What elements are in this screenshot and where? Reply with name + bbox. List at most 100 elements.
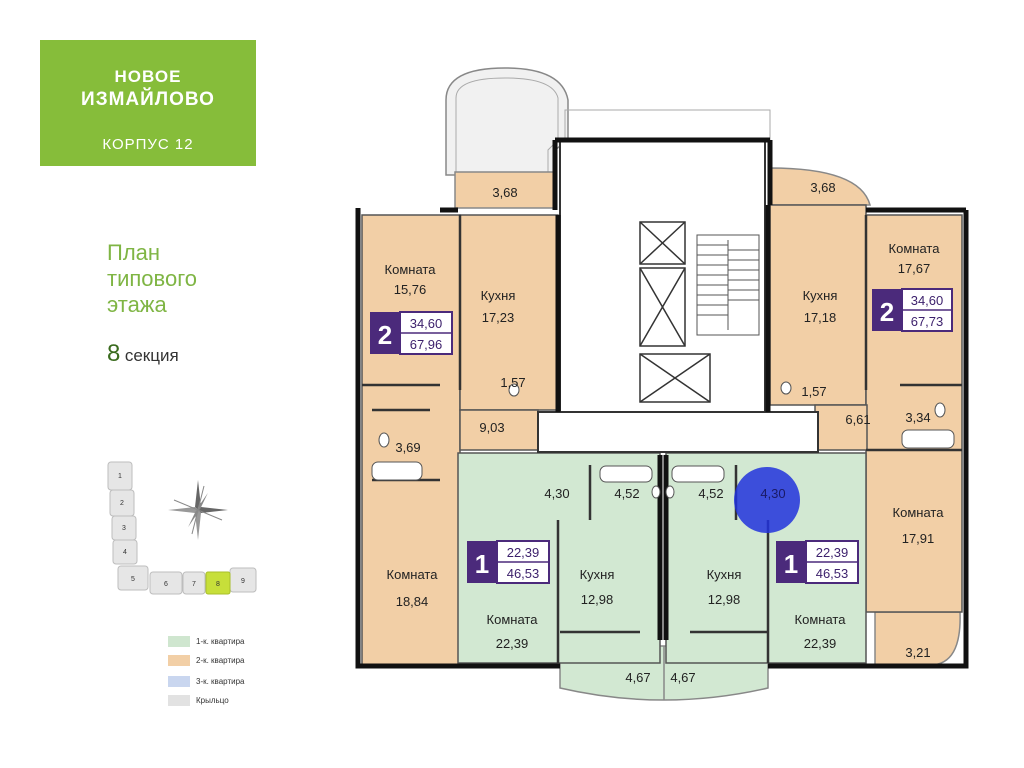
plan-title: План типового этажа (107, 240, 197, 318)
area-label: 3,68 (492, 185, 517, 200)
badge-total-area: 46,53 (507, 566, 540, 581)
room-name: Кухня (803, 288, 838, 303)
legend-swatch (168, 655, 190, 667)
room-name: Комната (889, 241, 941, 256)
area-label: 12,98 (708, 592, 741, 607)
section-map-label: 2 (120, 500, 124, 507)
legend-item-3room: 3-к. квартира (168, 676, 244, 688)
brand-line1: НОВОЕ (114, 67, 182, 86)
badge-rooms: 2 (880, 297, 894, 327)
room-name: Комната (795, 612, 847, 627)
legend-swatch (168, 695, 190, 707)
section-map-block-7 (182, 571, 206, 595)
badge-total-area: 67,73 (911, 314, 944, 329)
area-label: 17,23 (482, 310, 515, 325)
apartment-2room-left (361, 214, 559, 666)
section-map-label: 8 (216, 581, 220, 588)
section-map-label: 5 (131, 576, 135, 583)
area-label: 22,39 (496, 636, 529, 651)
section-map-label: 6 (164, 581, 168, 588)
apartment-badge-4[interactable]: 1 22,39 46,53 (776, 540, 859, 584)
plan-title-line3: этажа (107, 292, 167, 317)
area-label: 4,52 (698, 486, 723, 501)
bathtub-icons (371, 381, 955, 499)
area-label: 3,34 (905, 410, 930, 425)
badge-rooms: 1 (784, 549, 798, 579)
section-map-label: 3 (122, 525, 126, 532)
section-number: 8 (107, 340, 121, 367)
plan-title-line1: План (107, 240, 161, 265)
legend-label: Крыльцо (196, 696, 229, 705)
area-label: 12,98 (581, 592, 614, 607)
badge-living-area: 22,39 (507, 545, 540, 560)
area-label: 9,03 (479, 420, 504, 435)
room-name: Комната (385, 262, 437, 277)
area-label: 17,91 (902, 531, 935, 546)
area-label: 4,67 (625, 670, 650, 685)
room-name: Кухня (707, 567, 742, 582)
brand-logo: НОВОЕ ИЗМАЙЛОВО КОРПУС 12 (40, 40, 256, 166)
badge-total-area: 67,96 (410, 337, 443, 352)
apartment-badge-2[interactable]: 2 34,60 67,73 (872, 288, 953, 332)
area-label: 1,57 (801, 384, 826, 399)
balconies (445, 67, 961, 701)
room-labels: 3,68 Комната 15,76 Кухня 17,23 1,57 3,69… (385, 180, 945, 685)
room-name: Кухня (580, 567, 615, 582)
area-label: 1,57 (500, 375, 525, 390)
legend-item-1room: 1-к. квартира (168, 636, 244, 648)
legend-item-porch: Крыльцо (168, 695, 229, 707)
area-label: 4,52 (614, 486, 639, 501)
area-label: 18,84 (396, 594, 429, 609)
section-map-label: 9 (241, 578, 245, 585)
badge-living-area: 34,60 (911, 293, 944, 308)
room-name: Комната (893, 505, 945, 520)
room-name: Комната (487, 612, 539, 627)
area-label: 3,68 (810, 180, 835, 195)
plan-title-line2: типового (107, 266, 197, 291)
area-label: 4,67 (670, 670, 695, 685)
elevator-shafts (639, 221, 711, 403)
area-label: 17,18 (804, 310, 837, 325)
room-name: Кухня (481, 288, 516, 303)
section-label: 8 секция (107, 340, 179, 368)
area-label: 4,30 (544, 486, 569, 501)
badge-living-area: 34,60 (410, 316, 443, 331)
exterior-walls (355, 137, 969, 669)
legend-swatch (168, 636, 190, 648)
apartment-badge-1[interactable]: 2 34,60 67,96 (370, 311, 453, 355)
section-map-block-4 (112, 539, 138, 565)
area-label: 17,67 (898, 261, 931, 276)
section-word: секция (124, 346, 179, 365)
staircase (696, 234, 760, 336)
section-map-block-5 (117, 565, 149, 591)
section-map-label: 4 (123, 549, 127, 556)
area-label: 6,61 (845, 412, 870, 427)
brand-line2: ИЗМАЙЛОВО (81, 89, 215, 110)
area-label: 3,69 (395, 440, 420, 455)
apartment-2room-right (769, 204, 963, 613)
compass-rose-icon (168, 480, 228, 540)
section-map-block-6 (149, 571, 183, 595)
legend-item-2room: 2-к. квартира (168, 655, 244, 667)
badge-rooms: 2 (378, 320, 392, 350)
area-label: 15,76 (394, 282, 427, 297)
section-map-label: 1 (118, 473, 122, 480)
legend-label: 1-к. квартира (196, 637, 245, 646)
legend-label: 2-к. квартира (196, 656, 245, 665)
area-label: 4,30 (760, 486, 785, 501)
area-label: 3,21 (905, 645, 930, 660)
legend-swatch (168, 676, 190, 688)
badge-living-area: 22,39 (816, 545, 849, 560)
highlight-marker (734, 467, 800, 533)
section-map-label: 7 (192, 581, 196, 588)
apartment-badge-3[interactable]: 1 22,39 46,53 (467, 540, 550, 584)
legend-label: 3-к. квартира (196, 677, 245, 686)
section-map-block-8-current (205, 571, 231, 595)
area-label: 22,39 (804, 636, 837, 651)
badge-total-area: 46,53 (816, 566, 849, 581)
building-label: КОРПУС 12 (102, 136, 194, 153)
badge-rooms: 1 (475, 549, 489, 579)
room-name: Комната (387, 567, 439, 582)
